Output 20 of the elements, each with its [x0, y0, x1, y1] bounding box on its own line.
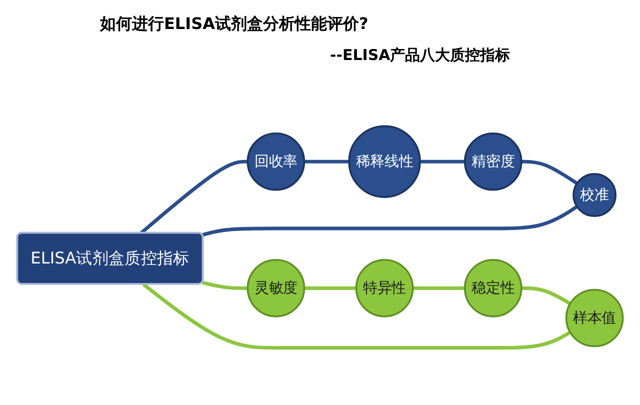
node-circle: 回收率 [246, 132, 306, 191]
node-circle: 样本值 [565, 288, 624, 348]
node-circle: 校准 [572, 173, 617, 218]
connector [202, 280, 248, 290]
subtitle: --ELISA产品八大质控指标 [330, 46, 510, 65]
title: 如何进行ELISA试剂盒分析性能评价? [100, 14, 368, 35]
connector [521, 160, 578, 185]
connector [140, 160, 248, 235]
connector [142, 282, 572, 350]
node-circle: 精密度 [464, 132, 522, 191]
connector [521, 286, 572, 306]
node-circle: 稳定性 [464, 258, 522, 318]
connector [202, 205, 578, 237]
node-circle: 特异性 [355, 258, 414, 318]
connector [304, 286, 356, 290]
connector [420, 160, 465, 164]
connector [412, 286, 465, 290]
node-circle: 稀释线性 [348, 125, 421, 198]
connector [304, 160, 350, 164]
node-circle: 灵敏度 [246, 258, 306, 318]
